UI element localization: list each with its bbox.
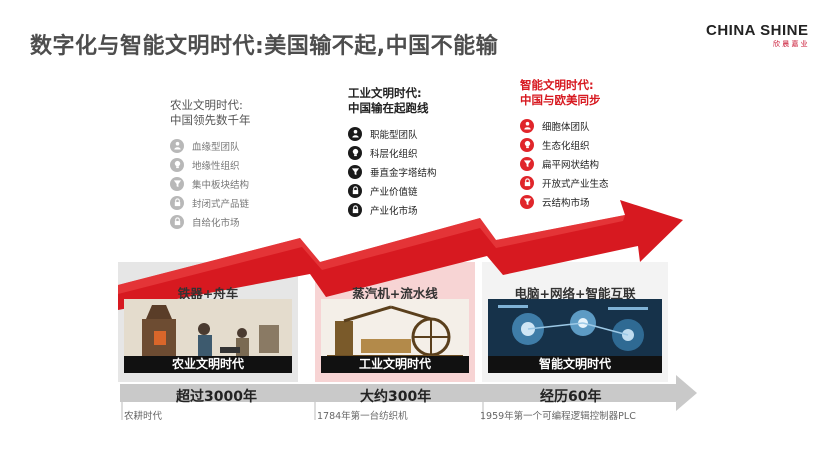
funnel-icon: [170, 176, 184, 191]
timeline-arrow: [120, 375, 697, 411]
lock-icon: [170, 195, 184, 210]
list-item: 云结构市场: [520, 192, 609, 211]
duration-intelligent: 经历60年: [540, 389, 602, 405]
era-heading-line1: 农业文明时代:: [170, 98, 243, 112]
person-icon: [170, 138, 184, 153]
era-industrial: 工业文明时代: 中国输在起跑线 职能型团队 科层化组织 垂直金字塔结构 产业价值…: [348, 86, 437, 219]
feature-label: 细胞体团队: [542, 121, 590, 133]
feature-label: 职能型团队: [370, 129, 418, 141]
lock-icon: [170, 214, 184, 229]
list-item: 自给化市场: [170, 212, 251, 231]
list-item: 地缘性组织: [170, 155, 251, 174]
panel-label: 电脑+网络+智能互联: [514, 286, 636, 301]
era-heading-line1: 智能文明时代:: [520, 78, 594, 92]
list-item: 职能型团队: [348, 124, 437, 143]
china-shine-logo: CHINA SHINE 欣 晨 嘉 业: [706, 22, 809, 48]
person-icon: [520, 118, 534, 133]
blacksmith-photo: 农业文明时代: [124, 299, 292, 373]
feature-label: 扁平网状结构: [542, 159, 600, 171]
list-item: 生态化组织: [520, 135, 609, 154]
feature-label: 产业化市场: [370, 205, 418, 217]
list-item: 产业化市场: [348, 200, 437, 219]
feature-label: 地缘性组织: [192, 160, 240, 172]
feature-label: 血缘型团队: [192, 141, 240, 153]
funnel-icon: [520, 194, 534, 209]
list-item: 科层化组织: [348, 143, 437, 162]
list-item: 封闭式产品链: [170, 193, 251, 212]
feature-label: 云结构市场: [542, 197, 590, 209]
feature-label: 开放式产业生态: [542, 178, 609, 190]
lightbulb-icon: [170, 157, 184, 172]
logo-text: CHINA SHINE: [706, 22, 809, 39]
growth-arrow: [118, 200, 683, 310]
list-item: 垂直金字塔结构: [348, 162, 437, 181]
feature-list: 职能型团队 科层化组织 垂直金字塔结构 产业价值链 产业化市场: [348, 124, 437, 219]
milestone-industrial: 1784年第一台纺织机: [317, 411, 408, 422]
feature-label: 自给化市场: [192, 217, 240, 229]
duration-industrial: 大约300年: [360, 389, 432, 405]
feature-list: 血缘型团队 地缘性组织 集中板块结构 封闭式产品链 自给化市场: [170, 136, 251, 231]
logo-subtext: 欣 晨 嘉 业: [773, 40, 808, 48]
era-heading-line1: 工业文明时代:: [348, 86, 422, 100]
feature-label: 科层化组织: [370, 148, 418, 160]
panel-agricultural: 铁器+舟车 农业文明时代: [118, 262, 298, 382]
steam-engine-photo: 工业文明时代: [321, 299, 469, 373]
growth-arrow-highlight: [118, 215, 625, 294]
photo-caption: 智能文明时代: [488, 356, 662, 373]
lock-icon: [348, 202, 362, 217]
photo-caption: 工业文明时代: [321, 356, 469, 373]
panel-label: 铁器+舟车: [177, 286, 239, 301]
milestone-intelligent: 1959年第一个可编程逻辑控制器PLC: [480, 411, 636, 422]
era-heading-line2: 中国领先数千年: [170, 113, 251, 127]
panel-intelligent: 电脑+网络+智能互联 智能文明时代: [482, 262, 668, 382]
lightbulb-icon: [520, 137, 534, 152]
era-heading-line2: 中国与欧美同步: [520, 93, 601, 107]
feature-label: 封闭式产品链: [192, 198, 250, 210]
lightbulb-icon: [348, 145, 362, 160]
photo-caption: 农业文明时代: [124, 356, 292, 373]
slide-title: 数字化与智能文明时代:美国输不起,中国不能输: [30, 34, 499, 59]
list-item: 产业价值链: [348, 181, 437, 200]
era-heading-line2: 中国输在起跑线: [348, 101, 429, 115]
network-photo: 智能文明时代: [488, 299, 662, 373]
panel-label: 蒸汽机+流水线: [352, 286, 438, 301]
list-item: 开放式产业生态: [520, 173, 609, 192]
funnel-icon: [520, 156, 534, 171]
feature-list: 细胞体团队 生态化组织 扁平网状结构 开放式产业生态 云结构市场: [520, 116, 609, 211]
duration-agricultural: 超过3000年: [176, 389, 257, 405]
list-item: 集中板块结构: [170, 174, 251, 193]
lock-icon: [520, 175, 534, 190]
list-item: 血缘型团队: [170, 136, 251, 155]
era-agricultural: 农业文明时代: 中国领先数千年 血缘型团队 地缘性组织 集中板块结构 封闭式产品…: [170, 98, 251, 231]
lock-icon: [348, 183, 362, 198]
milestone-agricultural: 农耕时代: [124, 411, 163, 422]
funnel-icon: [348, 164, 362, 179]
feature-label: 集中板块结构: [192, 179, 250, 191]
panel-industrial: 蒸汽机+流水线 工业文明时代: [315, 262, 475, 382]
era-intelligent: 智能文明时代: 中国与欧美同步 细胞体团队 生态化组织 扁平网状结构 开放式产业…: [520, 78, 609, 211]
person-icon: [348, 126, 362, 141]
feature-label: 生态化组织: [542, 140, 590, 152]
list-item: 细胞体团队: [520, 116, 609, 135]
feature-label: 垂直金字塔结构: [370, 167, 437, 179]
feature-label: 产业价值链: [370, 186, 418, 198]
list-item: 扁平网状结构: [520, 154, 609, 173]
